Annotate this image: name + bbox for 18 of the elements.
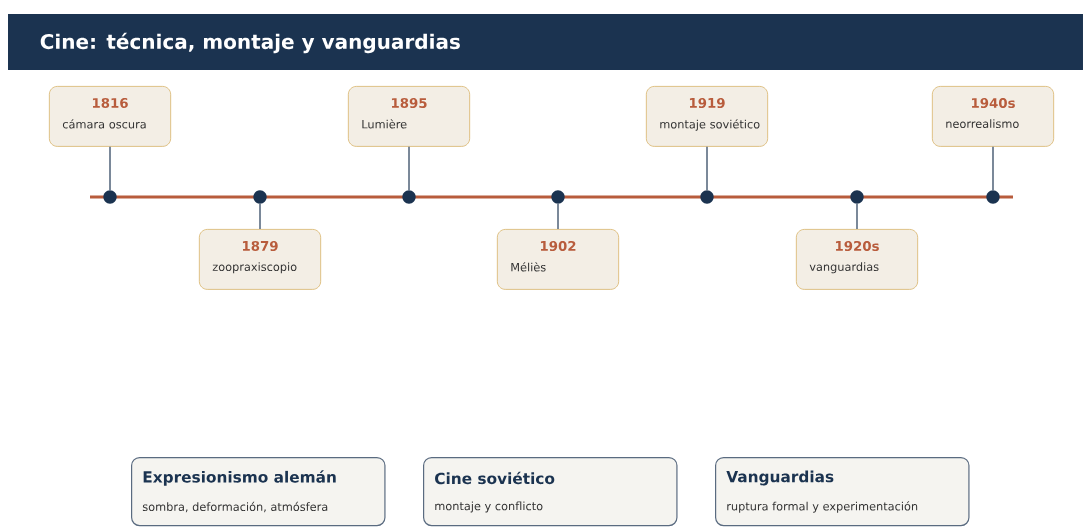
connector-stem: [109, 146, 111, 191]
event-card: 1940s neorrealismo: [931, 86, 1055, 147]
event-card: 1902 Méliès: [496, 229, 620, 290]
event-card: 1879 zoopraxiscopio: [198, 229, 322, 290]
connector-stem: [992, 146, 994, 191]
connector-stem: [856, 203, 858, 230]
connector-stem: [259, 203, 261, 230]
event-card: 1920s vanguardias: [795, 229, 919, 290]
period-card: Expresionismo alemán sombra, deformación, atmósfera: [131, 457, 386, 527]
connector-stem: [408, 146, 410, 191]
period-card: Cine soviético montaje y conflicto: [423, 457, 678, 527]
connector-stem: [557, 203, 559, 230]
connector-stem: [706, 146, 708, 191]
event-card: 1816 cámara oscura: [48, 86, 172, 147]
title-bar: Cine: técnica, montaje y vanguardias: [8, 14, 1083, 70]
event-card: 1919 montaje soviético: [645, 86, 769, 147]
event-card: 1895 Lumière: [347, 86, 471, 147]
period-card: Vanguardias ruptura formal y experimentación: [715, 457, 970, 527]
